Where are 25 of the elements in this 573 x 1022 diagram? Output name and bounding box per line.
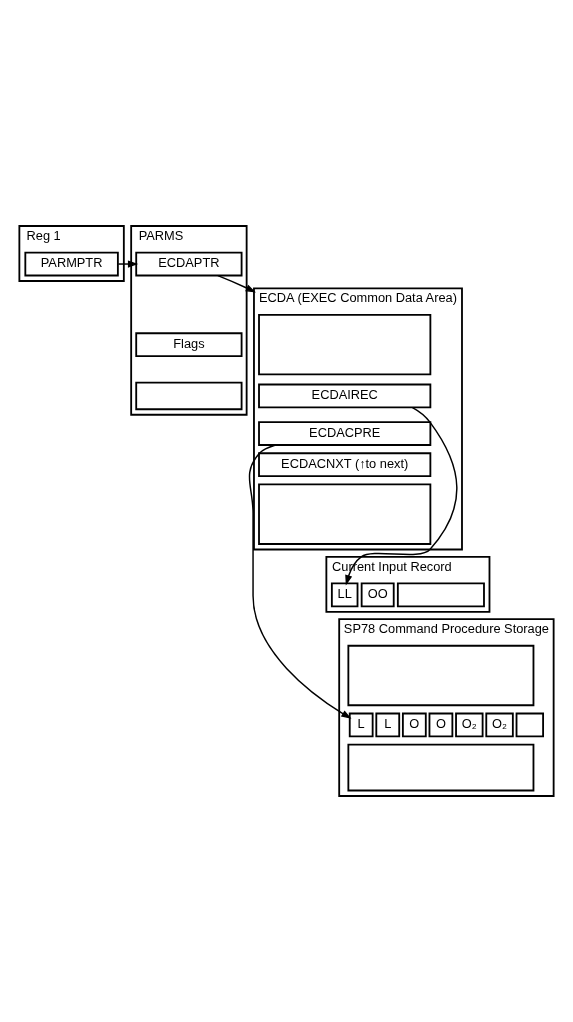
node-box: O [428, 712, 454, 738]
arrow [117, 260, 139, 268]
node-box [396, 582, 485, 608]
node-box: ECDACPRE [258, 421, 432, 446]
node-box [515, 712, 544, 738]
node-box: L [348, 712, 374, 738]
arrow [345, 406, 458, 586]
arrow [248, 444, 352, 719]
node-box [347, 644, 535, 707]
node-box: O [401, 712, 427, 738]
node-box: PARMPTR [24, 251, 119, 277]
node-box: L [375, 712, 401, 738]
node-box [258, 483, 432, 545]
node-box: O₂ [485, 712, 514, 738]
node-box [135, 381, 243, 411]
node-box: ECDAPTR [135, 251, 243, 277]
node-box: Flags [135, 332, 243, 358]
node-box: OO [360, 582, 395, 608]
node-box [347, 743, 535, 792]
node-box [258, 313, 432, 376]
node-box: ECDAIREC [258, 383, 432, 409]
node-box: O₂ [455, 712, 484, 738]
node-box: ECDACNXT (↑to next) [258, 452, 432, 478]
arrow [217, 274, 256, 293]
node-box: LL [330, 582, 359, 608]
